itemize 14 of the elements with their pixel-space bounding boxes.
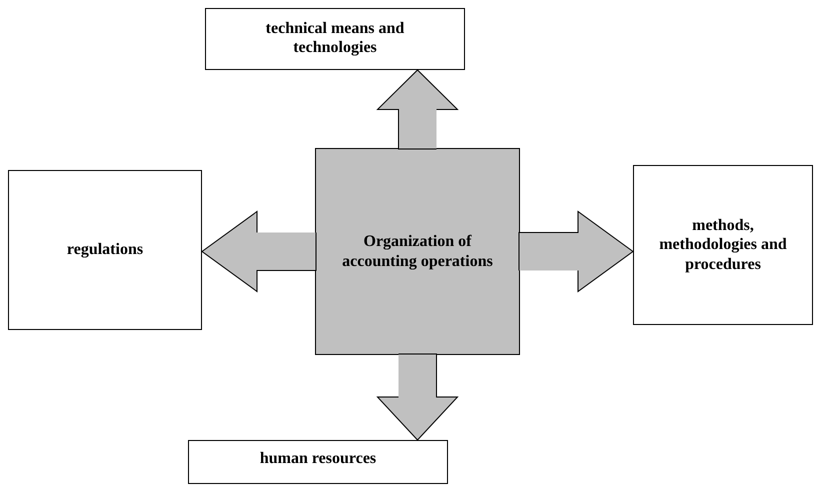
text-box	[188, 440, 448, 484]
node-label: human resources	[260, 449, 376, 468]
block-arrow	[201, 210, 316, 292]
central-block	[315, 148, 520, 355]
text-box	[633, 165, 813, 325]
node-label: regulations	[66, 240, 144, 260]
node-label: Organization of accounting operations	[341, 232, 494, 271]
text-box	[205, 8, 465, 70]
text-box	[8, 170, 202, 330]
block-arrow	[376, 69, 459, 150]
node-label: methods, methodologies and procedures	[658, 216, 788, 274]
block-arrow	[376, 354, 459, 441]
block-arrow	[518, 210, 634, 292]
node-label: technical means and technologies	[264, 19, 406, 58]
